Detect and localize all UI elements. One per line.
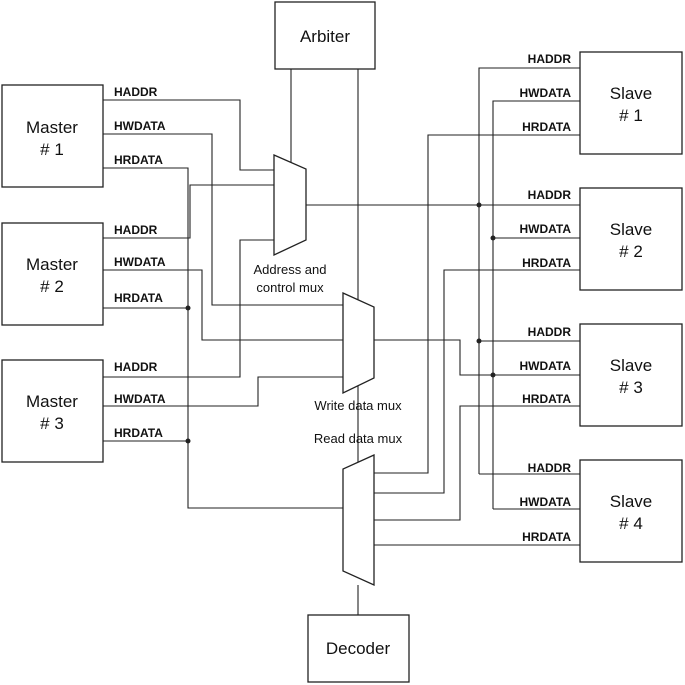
read-mux-caption: Read data mux: [314, 431, 403, 446]
hrdata-bus-wire: [103, 167, 343, 509]
decoder-block: [307, 614, 410, 683]
junctions: [185, 202, 496, 444]
write-data-mux: [342, 291, 375, 395]
junction-dot: [490, 235, 496, 241]
master3-haddr-wire: [103, 239, 274, 378]
hwdata-bus-riser: [492, 100, 580, 509]
slave-4-haddr-label: HADDR: [528, 461, 572, 475]
master-3-hwdata-label: HWDATA: [114, 392, 166, 406]
slave3-hrdata-wire: [374, 405, 580, 521]
write-mux-caption: Write data mux: [314, 398, 402, 413]
master-1-number: # 1: [40, 140, 64, 159]
master1-haddr-wire: [103, 99, 274, 171]
slave-1-number: # 1: [619, 106, 643, 125]
slave-2-number: # 2: [619, 242, 643, 261]
arbiter-block: [274, 1, 376, 70]
junction-dot: [185, 438, 191, 444]
slave-4-hrdata-label: HRDATA: [522, 530, 571, 544]
slave-2-hrdata-label: HRDATA: [522, 256, 571, 270]
slave-1-label: Slave: [610, 84, 653, 103]
slave-2-hwdata-label: HWDATA: [519, 222, 571, 236]
master2-haddr-wire: [103, 184, 274, 239]
master-1-hrdata-label: HRDATA: [114, 153, 163, 167]
hwdata-bus-wire: [374, 339, 493, 376]
slave-3-haddr-label: HADDR: [528, 325, 572, 339]
address-mux-caption-line2: control mux: [256, 280, 324, 295]
master-2-label: Master: [26, 255, 78, 274]
master-3-block: [1, 359, 104, 463]
master-2-block: [1, 222, 104, 326]
wires: [103, 67, 580, 615]
slave-1-block: [579, 51, 683, 155]
arbiter-label: Arbiter: [300, 27, 350, 46]
master-2-hwdata-label: HWDATA: [114, 255, 166, 269]
decoder-label: Decoder: [326, 639, 391, 658]
slave-3-block: [579, 323, 683, 427]
slave-1-hwdata-label: HWDATA: [519, 86, 571, 100]
slave-4-block: [579, 459, 683, 563]
address-mux-caption-line1: Address and: [254, 262, 327, 277]
slave-3-hwdata-label: HWDATA: [519, 359, 571, 373]
slave-4-number: # 4: [619, 514, 643, 533]
slave-1-hrdata-label: HRDATA: [522, 120, 571, 134]
slave-3-number: # 3: [619, 378, 643, 397]
slave-3-label: Slave: [610, 356, 653, 375]
master-1-block: [1, 84, 104, 188]
master3-hwdata-wire: [103, 376, 343, 407]
master-3-number: # 3: [40, 414, 64, 433]
master-1-label: Master: [26, 118, 78, 137]
slave-2-label: Slave: [610, 220, 653, 239]
master1-hwdata-wire: [103, 133, 343, 306]
slave2-hrdata-wire: [374, 269, 580, 494]
slave-1-haddr-label: HADDR: [528, 52, 572, 66]
master-1-hwdata-label: HWDATA: [114, 119, 166, 133]
junction-dot: [476, 202, 482, 208]
master-3-hrdata-label: HRDATA: [114, 426, 163, 440]
master-2-number: # 2: [40, 277, 64, 296]
slave-4-label: Slave: [610, 492, 653, 511]
slave-4-hwdata-label: HWDATA: [519, 495, 571, 509]
slave-2-block: [579, 187, 683, 291]
master-3-label: Master: [26, 392, 78, 411]
slave1-hrdata-wire: [374, 134, 580, 474]
slave-2-haddr-label: HADDR: [528, 188, 572, 202]
read-data-mux: [342, 453, 375, 587]
slave-3-hrdata-label: HRDATA: [522, 392, 571, 406]
master2-hwdata-wire: [103, 269, 343, 341]
junction-dot: [185, 305, 191, 311]
master-3-haddr-label: HADDR: [114, 360, 158, 374]
master-2-haddr-label: HADDR: [114, 223, 158, 237]
address-control-mux: [273, 154, 307, 257]
junction-dot: [476, 338, 482, 344]
junction-dot: [490, 372, 496, 378]
master-2-hrdata-label: HRDATA: [114, 291, 163, 305]
master-1-haddr-label: HADDR: [114, 85, 158, 99]
